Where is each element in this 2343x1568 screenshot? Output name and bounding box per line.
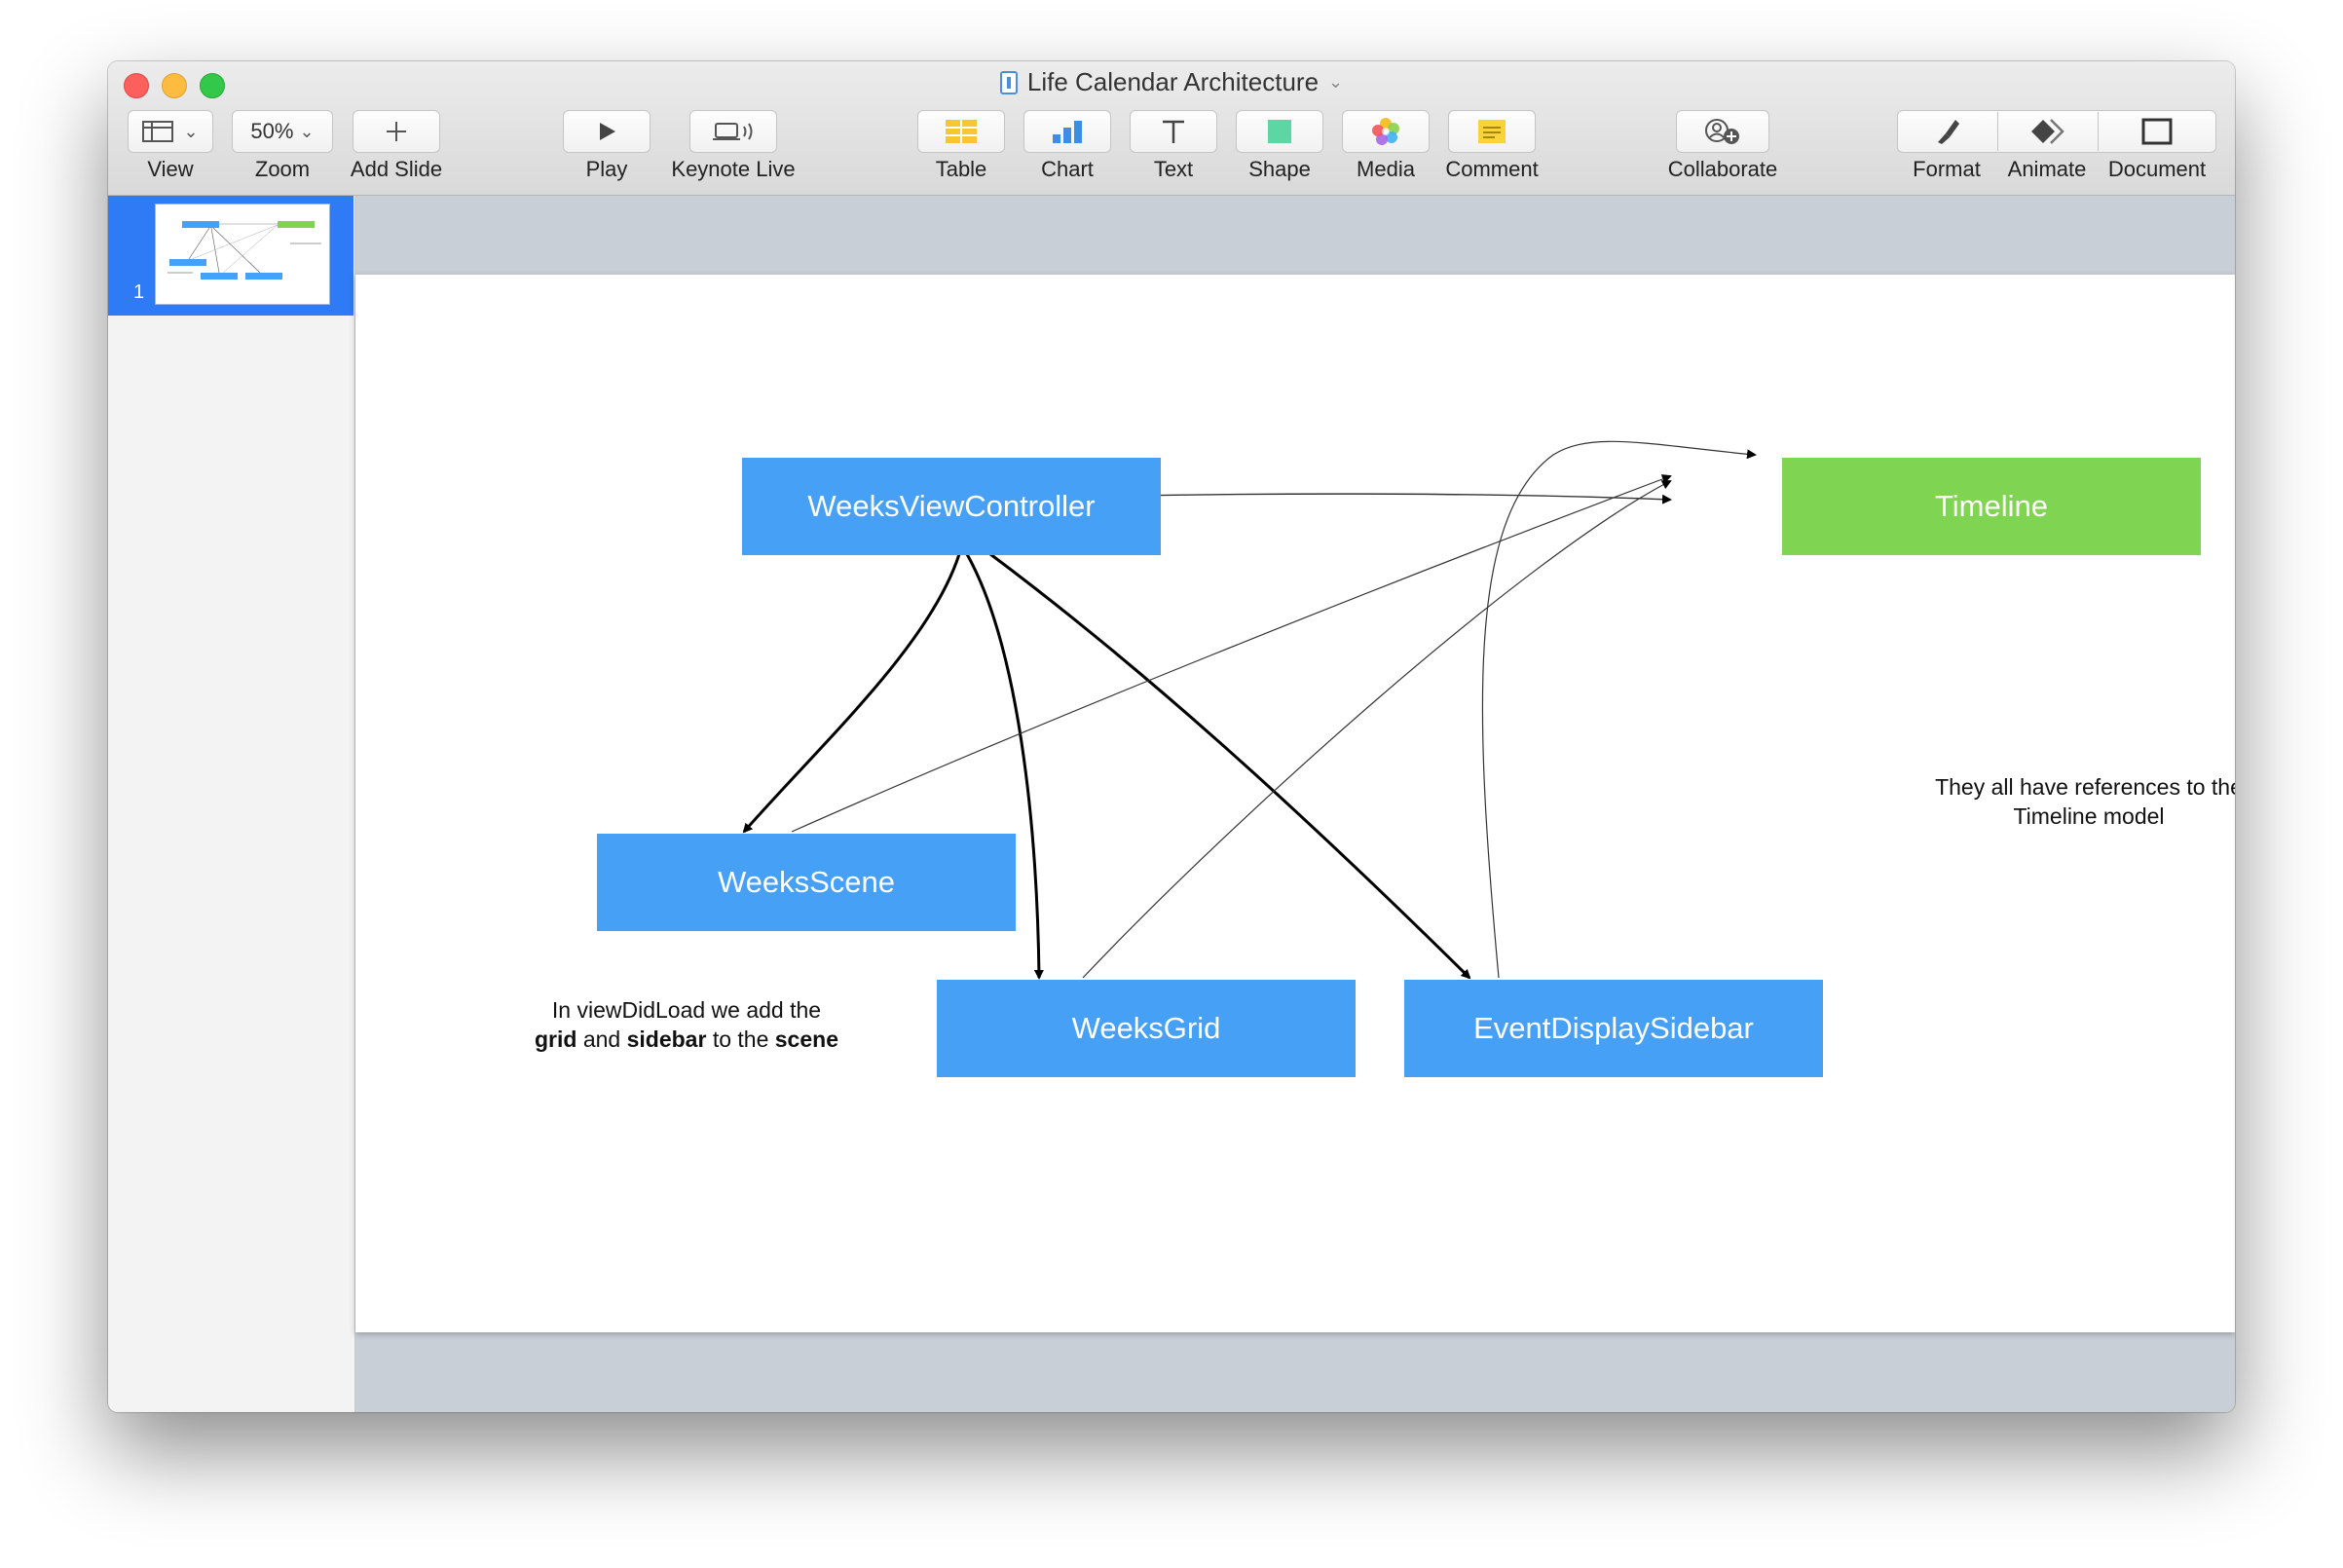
arrow-controller-to-sidebar: [989, 552, 1471, 980]
node-event-display-sidebar[interactable]: EventDisplaySidebar: [1404, 980, 1823, 1077]
chevron-down-icon: ⌄: [183, 121, 199, 141]
animate-icon: [2031, 119, 2064, 144]
format-label: Format: [1913, 157, 1981, 181]
text-button[interactable]: [1130, 110, 1217, 153]
comment-icon: [1478, 120, 1506, 143]
collaborate-label: Collaborate: [1667, 157, 1778, 181]
note-view-did-load[interactable]: In viewDidLoad we add the grid and sideb…: [502, 995, 872, 1054]
shape-label: Shape: [1248, 157, 1311, 181]
play-button[interactable]: [563, 110, 651, 153]
comment-button[interactable]: [1448, 110, 1536, 153]
plus-icon: [387, 122, 406, 141]
format-button[interactable]: [1898, 110, 1995, 153]
segment-divider: [1997, 112, 1998, 151]
add-slide-label: Add Slide: [350, 157, 443, 181]
text-icon: [1163, 120, 1184, 143]
sidebar-layout-icon: [142, 121, 174, 142]
document-icon: [2141, 118, 2173, 145]
shape-button[interactable]: [1236, 110, 1323, 153]
text-label: Text: [1153, 157, 1194, 181]
chart-icon: [1053, 121, 1082, 143]
add-slide-button[interactable]: [353, 110, 440, 153]
slide-thumbnail-preview: [167, 221, 321, 280]
play-label: Play: [585, 157, 628, 181]
collaborate-button[interactable]: [1676, 110, 1769, 153]
node-weeks-grid[interactable]: WeeksGrid: [937, 980, 1356, 1077]
arrow-controller-to-scene: [742, 553, 961, 834]
segment-divider: [2098, 112, 2099, 151]
node-label: WeeksGrid: [1071, 1011, 1221, 1045]
minimize-button[interactable]: [162, 73, 187, 98]
zoom-select[interactable]: 50% ⌄: [232, 110, 333, 153]
node-label: Timeline: [1935, 489, 2048, 523]
media-label: Media: [1357, 157, 1415, 181]
shape-icon: [1268, 120, 1291, 143]
note-timeline-references[interactable]: They all have references to the Timeline…: [1904, 772, 2235, 831]
node-weeks-scene[interactable]: WeeksScene: [597, 834, 1016, 931]
collaborate-icon: [1705, 119, 1739, 144]
document-label: Document: [2107, 157, 2207, 181]
toolbar: Life Calendar Architecture ⌄ ⌄ View 50% …: [108, 61, 2235, 196]
window-title-bar[interactable]: Life Calendar Architecture ⌄: [108, 67, 2235, 97]
window-title: Life Calendar Architecture: [1026, 67, 1320, 96]
slide-thumbnail[interactable]: [155, 204, 330, 305]
note-line: They all have references to the: [1935, 774, 2235, 800]
view-button[interactable]: ⌄: [128, 110, 213, 153]
slide-thumbnail-row[interactable]: 1: [108, 196, 353, 316]
keynote-live-icon: [713, 123, 753, 140]
paintbrush-icon: [1938, 120, 1959, 144]
slide-number: 1: [133, 281, 145, 303]
media-icon: [1372, 118, 1399, 145]
slide-navigator: 1: [108, 196, 355, 1412]
media-button[interactable]: [1342, 110, 1430, 153]
keynote-document-icon: [999, 70, 1018, 94]
keynote-live-button[interactable]: [689, 110, 777, 153]
close-button[interactable]: [124, 73, 149, 98]
animate-label: Animate: [2007, 157, 2087, 181]
table-icon: [946, 120, 977, 143]
animate-button[interactable]: [1998, 110, 2096, 153]
node-weeks-view-controller[interactable]: WeeksViewController: [742, 458, 1161, 555]
note-line: grid and sidebar to the scene: [535, 1027, 838, 1052]
arrow-controller-to-grid: [965, 553, 1044, 980]
table-label: Table: [935, 157, 987, 181]
comment-label: Comment: [1445, 157, 1539, 181]
keynote-live-label: Keynote Live: [671, 157, 796, 181]
node-label: WeeksViewController: [807, 489, 1096, 523]
document-button[interactable]: [2099, 110, 2215, 153]
arrow-sidebar-to-timeline: [1481, 440, 1757, 979]
keynote-window: Life Calendar Architecture ⌄ ⌄ View 50% …: [108, 61, 2235, 1412]
zoom-window-button[interactable]: [200, 73, 225, 98]
chart-button[interactable]: [1023, 110, 1111, 153]
arrow-scene-to-timeline: [791, 474, 1672, 833]
chart-label: Chart: [1041, 157, 1094, 181]
play-icon: [600, 123, 615, 140]
node-label: WeeksScene: [717, 865, 896, 899]
zoom-label: Zoom: [254, 157, 311, 181]
node-label: EventDisplaySidebar: [1473, 1011, 1754, 1045]
chevron-down-icon: ⌄: [299, 121, 315, 141]
note-line: Timeline model: [2013, 803, 2165, 829]
view-label: View: [147, 157, 194, 181]
connection-lines: [742, 440, 1757, 980]
node-timeline[interactable]: Timeline: [1782, 458, 2201, 555]
zoom-value: 50%: [250, 119, 294, 143]
table-button[interactable]: [917, 110, 1005, 153]
slide-canvas[interactable]: WeeksViewController Timeline WeeksScene …: [355, 275, 2235, 1332]
chevron-down-icon[interactable]: ⌄: [1328, 72, 1344, 92]
arrow-grid-to-timeline: [1082, 480, 1672, 979]
note-line: In viewDidLoad we add the: [551, 997, 822, 1023]
